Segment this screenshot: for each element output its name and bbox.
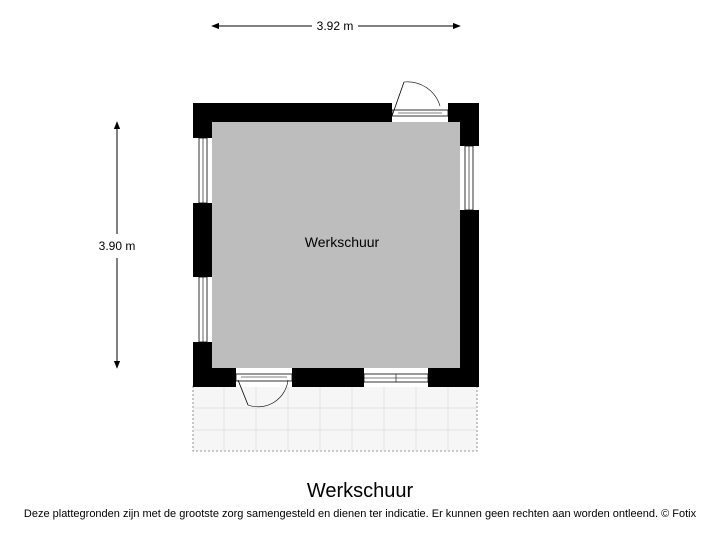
disclaimer: Deze plattegronden zijn met de grootste … <box>23 508 697 520</box>
terrace <box>192 385 478 452</box>
room-label: Werkschuur <box>305 234 380 250</box>
height-dimension: 3.90 m <box>99 121 136 369</box>
width-dimension: 3.92 m <box>211 19 461 33</box>
width-label: 3.92 m <box>317 19 354 33</box>
window-left-upper <box>193 137 212 204</box>
window-bottom <box>363 368 429 387</box>
floor-plan: 3.92 m 3.90 m <box>99 19 479 452</box>
window-left-lower <box>193 276 212 343</box>
room-floor <box>212 122 460 368</box>
height-label: 3.90 m <box>99 239 136 253</box>
door-top <box>391 81 449 122</box>
window-right <box>460 145 479 211</box>
door-bottom <box>235 368 293 408</box>
plan-title: Werkschuur <box>306 480 414 502</box>
